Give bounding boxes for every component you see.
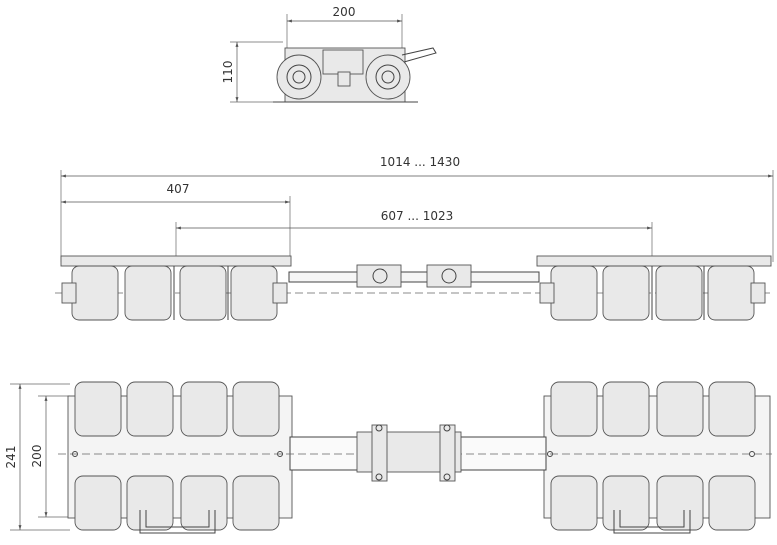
dim-top-height: 110 bbox=[221, 61, 235, 84]
dim-module-length: 407 bbox=[167, 182, 190, 196]
dim-total-length: 1014 ... 1430 bbox=[380, 155, 460, 169]
plan-view: 241 200 bbox=[4, 381, 772, 534]
dim-plan-inner-width: 200 bbox=[30, 445, 44, 468]
dim-top-width: 200 bbox=[333, 5, 356, 19]
end-view: 200 110 bbox=[221, 5, 437, 103]
side-view: 1014 ... 1430 407 607 ... 1023 bbox=[55, 155, 774, 321]
dim-plan-outer-width: 241 bbox=[4, 446, 18, 469]
dim-center-span: 607 ... 1023 bbox=[381, 209, 454, 223]
